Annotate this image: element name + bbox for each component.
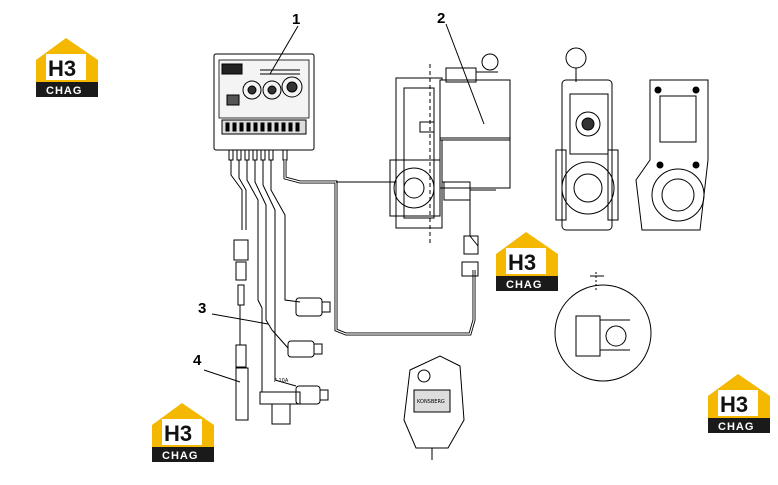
front-view [555, 47, 619, 231]
logo-bottom-left: H3 CHAG [152, 403, 214, 462]
callout-2: 2 [437, 10, 445, 27]
controller-unit [213, 53, 315, 161]
pump-unit [403, 355, 465, 460]
actuator-assembly [389, 53, 511, 277]
logo-mark: H3 [720, 392, 748, 417]
pump-label: KONSBERG [417, 399, 445, 405]
logo-mark: H3 [48, 56, 76, 81]
logo-bottom-right: H3 CHAG [708, 374, 770, 433]
side-view [635, 79, 709, 231]
detail-view [554, 272, 652, 382]
logo-mark: H3 [508, 250, 536, 275]
logo-mark: H3 [164, 421, 192, 446]
logo-sub: CHAG [506, 279, 542, 291]
callout-1: 1 [292, 11, 300, 28]
logo-sub: CHAG [718, 421, 754, 433]
logo-top-left: H3 CHAG [36, 38, 98, 97]
fuse-label: F 10A [274, 378, 289, 384]
wiring-harness [230, 160, 476, 425]
leader-lines [203, 23, 485, 383]
callout-3: 3 [198, 300, 206, 317]
logo-middle: H3 CHAG [496, 232, 558, 291]
logo-sub: CHAG [46, 85, 82, 97]
callout-4: 4 [193, 352, 202, 369]
logo-sub: CHAG [162, 450, 198, 462]
